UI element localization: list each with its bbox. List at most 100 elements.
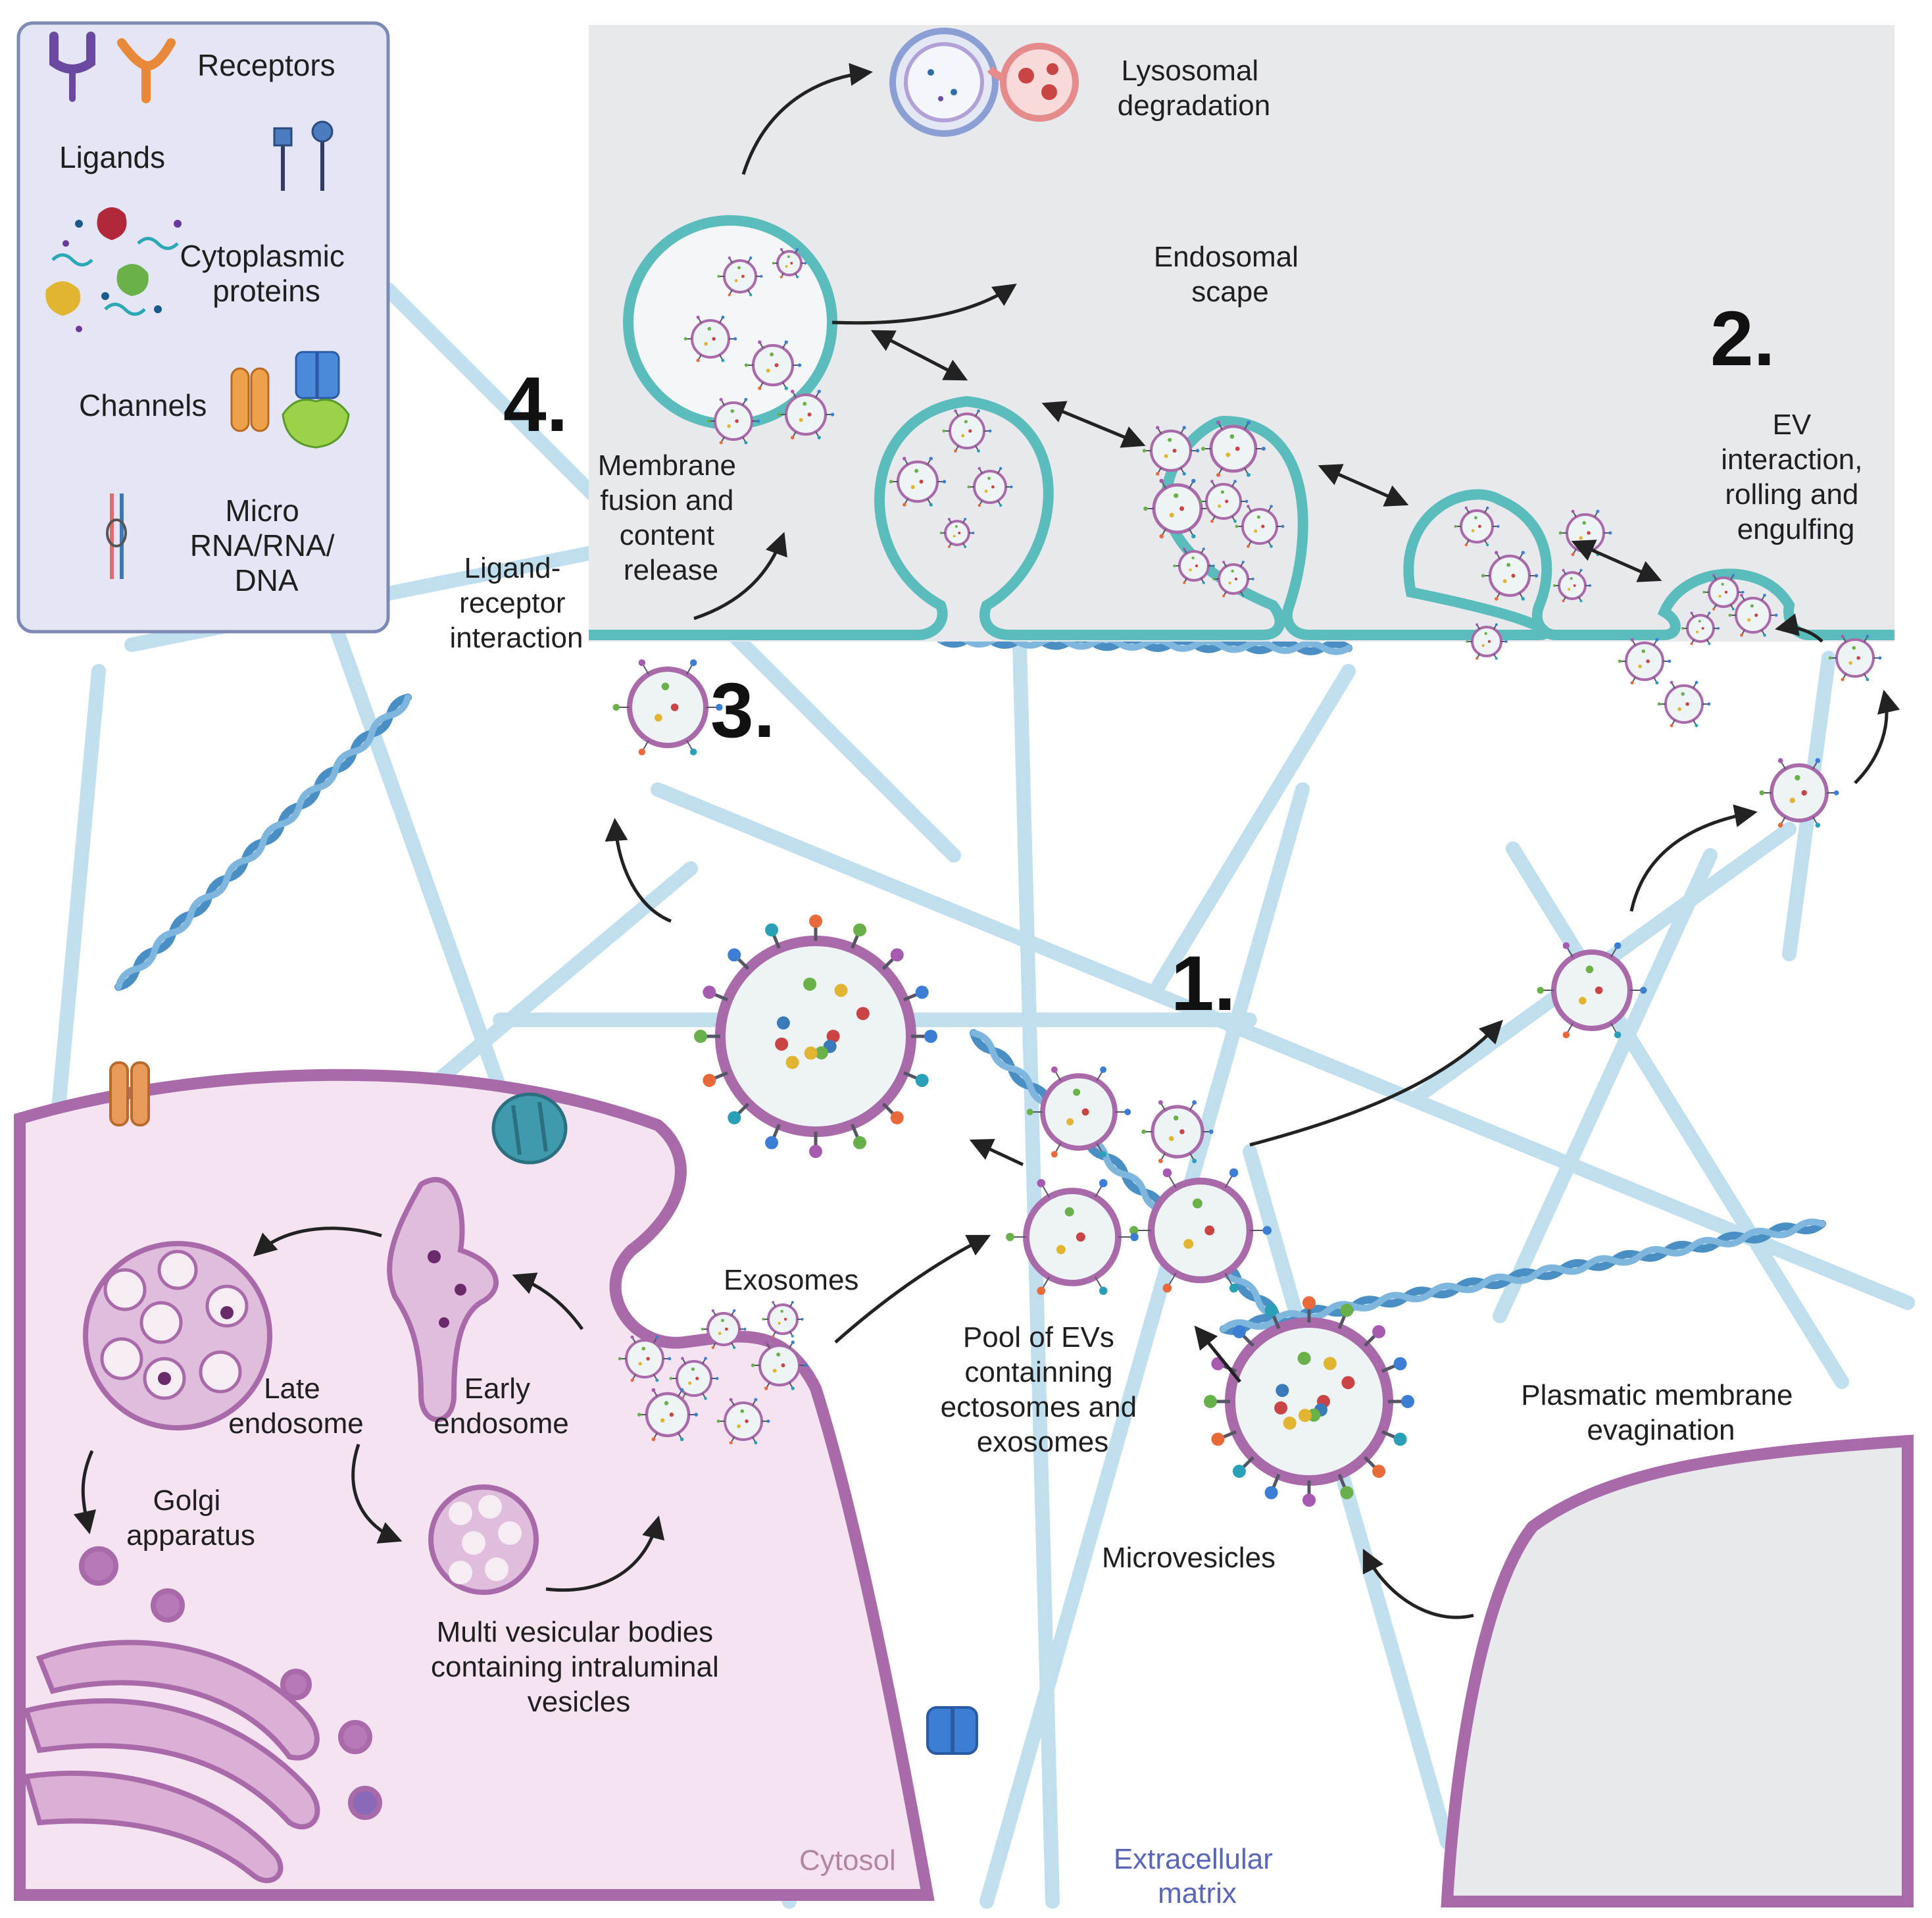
arrow <box>512 1273 584 1330</box>
extracellular-vesicle <box>1204 1296 1414 1507</box>
extracellular-vesicle <box>1006 1178 1139 1296</box>
step-2-label: 2. <box>1710 295 1775 382</box>
extracellular-vesicle <box>716 1398 770 1445</box>
ecm-fiber <box>1506 842 1849 1389</box>
ecm-fiber <box>1151 664 1356 994</box>
extracellular-vesicle <box>1454 506 1500 547</box>
extracellular-vesicle <box>717 256 763 297</box>
arrow <box>351 1444 403 1544</box>
extracellular-vesicles <box>612 247 1882 1507</box>
membrane-channel-teal <box>491 1092 568 1165</box>
extracellular-vesicle <box>706 397 760 445</box>
lysosome <box>889 28 1079 137</box>
recipient-cell-membrane <box>589 395 1895 640</box>
extracellular-vesicle <box>683 315 737 363</box>
endosomal-scape-label: Endosomal scape <box>1154 241 1306 308</box>
extracellular-vesicle <box>612 659 723 756</box>
extracellular-vesicle <box>694 915 937 1158</box>
arrow <box>870 330 968 381</box>
extracellular-vesicle <box>1199 480 1249 523</box>
extracellular-vesicle <box>967 467 1013 507</box>
legend-channels-label: Channels <box>79 388 207 422</box>
extracellular-vesicle <box>1173 547 1215 584</box>
ecm-fiber <box>1493 848 1718 1323</box>
extracellular-vesicle <box>618 1335 672 1382</box>
channel-icon <box>230 351 350 449</box>
extracellular-vesicle <box>1728 593 1778 637</box>
legend-box <box>16 21 390 634</box>
arrow <box>1318 464 1409 507</box>
extracellular-vesicle <box>889 457 947 507</box>
legend-ligands-label: Ligands <box>59 140 165 174</box>
engulfed-endosome <box>623 215 837 430</box>
late-endosome <box>83 1241 272 1430</box>
extracellular-vesicle <box>1657 680 1711 728</box>
extracellular-vesicle <box>1201 420 1266 477</box>
arrow <box>545 1515 665 1592</box>
ecm-fiber <box>651 782 1915 1310</box>
extracellular-vesicle <box>1481 551 1539 601</box>
cytoplasmic-proteins-icon <box>45 207 182 332</box>
golgi-apparatus <box>22 1546 382 1884</box>
extracellular-vesicle <box>762 1301 804 1338</box>
extracellular-vesicle <box>1759 758 1839 828</box>
multivesicular-bodies-label: Multi vesicular bodies containing intral… <box>431 1616 727 1718</box>
arrow <box>693 532 787 620</box>
exosomes-label: Exosomes <box>724 1264 858 1296</box>
membrane-channel-orange <box>109 1061 150 1126</box>
extracellular-vesicle <box>1681 611 1720 645</box>
extracellular-vesicle <box>1143 478 1212 539</box>
arrow <box>834 1234 991 1344</box>
arrow <box>605 818 672 923</box>
arrow <box>253 1226 382 1257</box>
extracellular-vesicle <box>669 1357 719 1400</box>
extracellular-vesicle <box>1618 638 1672 685</box>
lysosomal-degradation-label: Lysosomal degradation <box>1118 55 1270 122</box>
arrow <box>1629 804 1758 912</box>
membrane-fusion-label: Membrane fusion and content release <box>598 449 745 586</box>
legend-receptors-label: Receptors <box>197 48 335 82</box>
extracellular-vesicle <box>1129 1168 1272 1293</box>
early-endosome-label: Early endosome <box>433 1373 568 1440</box>
legend: Receptors Ligands Cytoplasmic proteins C… <box>16 21 390 634</box>
extracellular-vesicle <box>744 340 802 390</box>
multivesicular-body <box>428 1484 539 1595</box>
extracellular-vesicle <box>1235 505 1285 548</box>
ev-interaction-label: EV interaction, rolling and engulfing <box>1721 409 1870 545</box>
extracellular-vesicle <box>1828 634 1882 682</box>
arrow <box>73 1450 97 1534</box>
secreting-cell <box>1441 1434 1914 1907</box>
collagen-bundle <box>114 694 412 991</box>
golgi-apparatus-label: Golgi apparatus <box>126 1484 255 1552</box>
extracellular-matrix-label: Extracellular matrix <box>1114 1843 1281 1909</box>
arrow <box>1775 613 1823 643</box>
arrow <box>969 1138 1024 1167</box>
arrow <box>1571 540 1662 582</box>
extracellular-vesicle <box>772 247 807 279</box>
arrow <box>1194 1325 1241 1383</box>
extracellular-vesicle <box>751 1340 808 1390</box>
extracellular-vesicle <box>1537 942 1647 1039</box>
ligand-receptor-label: Ligand- receptor interaction <box>449 552 583 654</box>
late-endosome-label: Late endosome <box>228 1373 363 1440</box>
microvesicles-label: Microvesicles <box>1102 1542 1276 1574</box>
arrow <box>1249 1019 1503 1147</box>
plasmatic-membrane-label: Plasmatic membrane evagination <box>1521 1379 1801 1446</box>
extracellular-vesicle <box>1702 574 1745 611</box>
arrow <box>1362 1548 1474 1619</box>
receptor-icon <box>49 32 176 103</box>
extracellular-vesicle <box>701 1309 747 1350</box>
extracellular-vesicle <box>939 517 975 549</box>
arrow <box>831 284 1017 325</box>
pool-of-evs-label: Pool of EVs containning ectosomes and ex… <box>941 1321 1145 1458</box>
step-3-label: 3. <box>710 667 775 754</box>
step-4-label: 4. <box>503 361 568 448</box>
extracellular-vesicle <box>1142 426 1200 476</box>
extracellular-vesicle <box>637 1388 699 1442</box>
legend-cytoplasmic-label: Cytoplasmic proteins <box>180 239 353 308</box>
arrow <box>741 63 873 175</box>
extracellular-vesicle <box>942 409 992 453</box>
extracellular-matrix-fibers <box>32 282 1915 1909</box>
extracellular-vesicle <box>1026 1066 1131 1158</box>
